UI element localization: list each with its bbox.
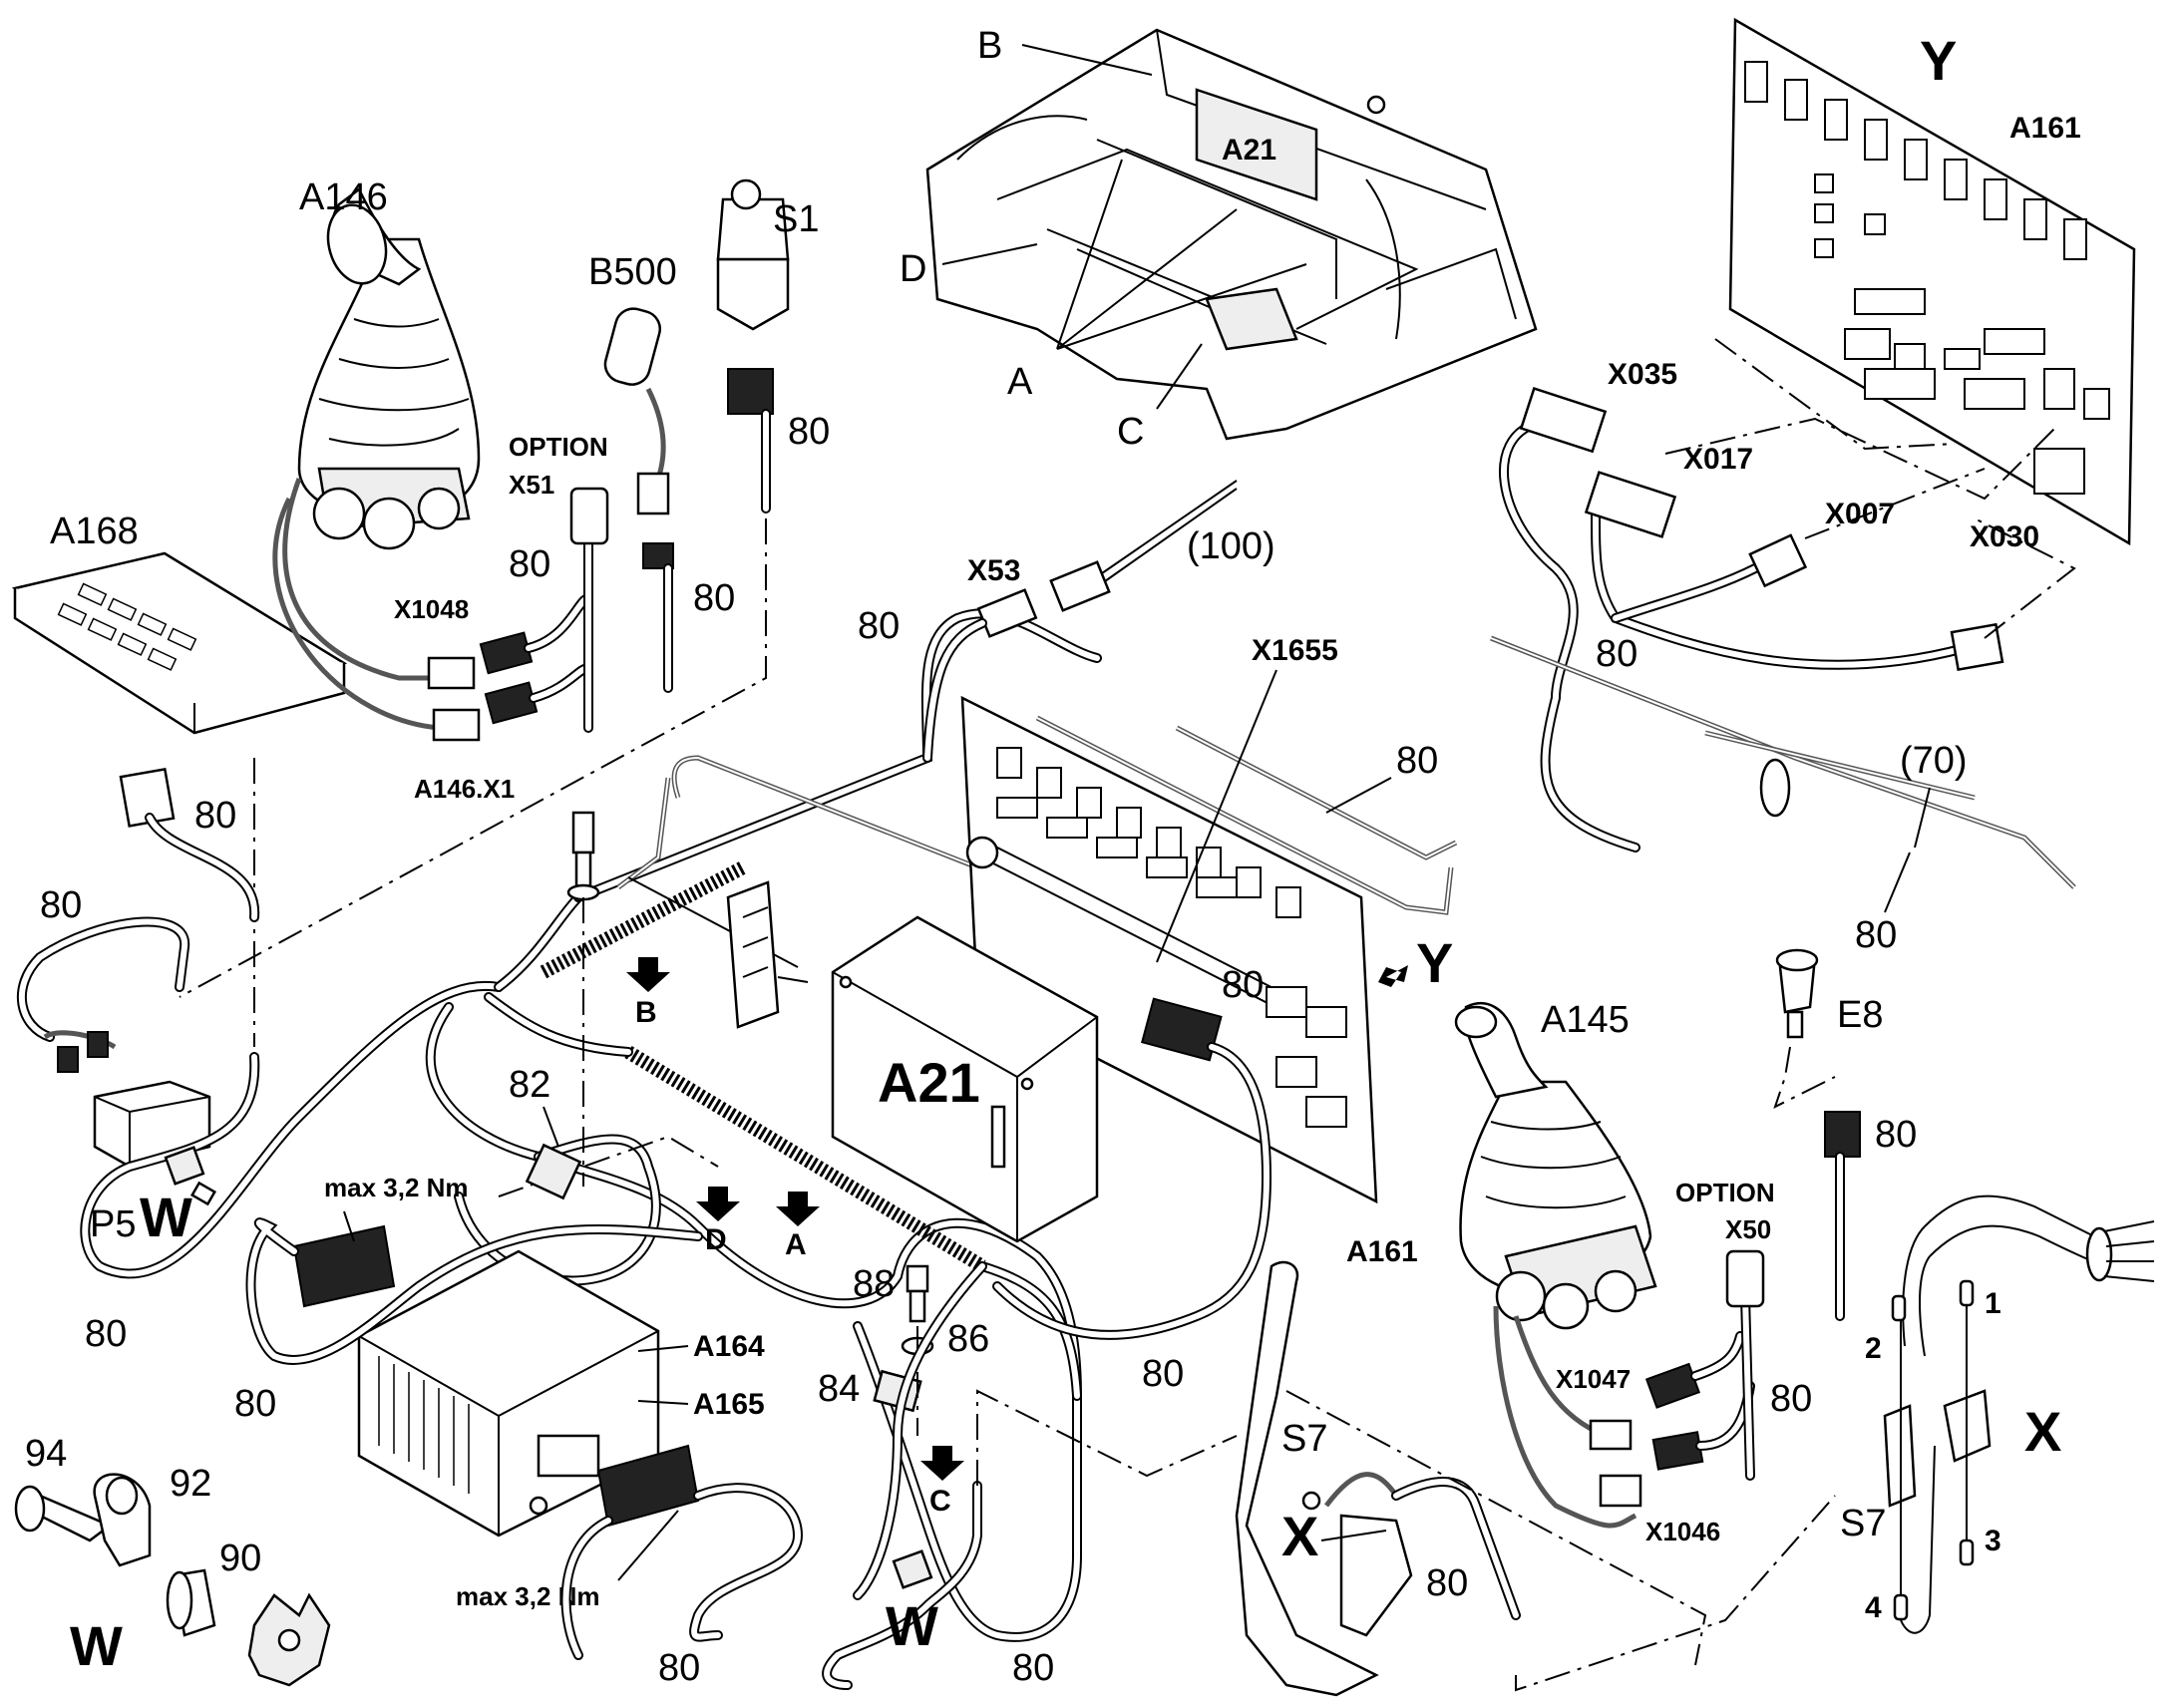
label-x007: X007 <box>1825 498 1895 530</box>
label-a161-main: A161 <box>1346 1235 1418 1268</box>
keypad-a168 <box>11 551 348 735</box>
label-c-top: C <box>1117 411 1144 453</box>
s7-x-detail <box>1883 1195 2155 1634</box>
label-x53: X53 <box>967 554 1020 587</box>
label-84: 84 <box>818 1368 860 1410</box>
label-a146: A146 <box>299 176 388 218</box>
label-torque-1: max 3,2 Nm <box>324 1173 469 1202</box>
label-x1047: X1047 <box>1556 1364 1631 1394</box>
w-clamp-detail <box>14 1473 331 1687</box>
label-80-tr1: 80 <box>1596 633 1637 675</box>
lamp-e8 <box>1775 948 1819 1039</box>
label-b-top: B <box>977 25 1002 67</box>
label-pin-4: 4 <box>1865 1591 1882 1624</box>
label-80-x50: 80 <box>1770 1378 1812 1420</box>
label-x1046: X1046 <box>1645 1517 1720 1546</box>
label-x-mid: X <box>1281 1505 1318 1567</box>
bar-s7 <box>1235 1260 1413 1697</box>
label-x017: X017 <box>1683 443 1753 476</box>
label-80-x1655: 80 <box>1222 964 1264 1006</box>
label-80-board: 80 <box>1396 740 1438 782</box>
label-b500: B500 <box>588 251 677 293</box>
label-a168: A168 <box>50 511 139 552</box>
label-arrow-a: A <box>785 1228 807 1261</box>
label-p5: P5 <box>90 1203 136 1245</box>
label-s1: S1 <box>773 198 819 240</box>
control-box-a21 <box>831 915 1099 1243</box>
label-92: 92 <box>170 1463 211 1505</box>
label-p70: (70) <box>1900 740 1968 782</box>
board-detail-y <box>1728 17 2136 546</box>
label-a165: A165 <box>693 1388 765 1421</box>
label-80-mod1: 80 <box>234 1383 276 1425</box>
label-94: 94 <box>25 1433 67 1475</box>
label-s7-mid: S7 <box>1281 1418 1327 1460</box>
label-w-large: W <box>70 1614 123 1677</box>
module-a164-a165 <box>357 1249 660 1537</box>
label-x-right: X <box>2024 1400 2061 1463</box>
label-a21-main: A21 <box>878 1051 980 1114</box>
label-80-s1: 80 <box>788 411 830 453</box>
label-x50: X50 <box>1725 1214 1771 1244</box>
label-x030: X030 <box>1970 520 2039 553</box>
label-a164: A164 <box>693 1330 765 1363</box>
label-p100: (100) <box>1187 525 1275 567</box>
label-80-tr2: 80 <box>1855 914 1897 956</box>
joystick-a145 <box>1454 1002 1657 1330</box>
label-a21-top: A21 <box>1222 134 1276 167</box>
label-80-x53: 80 <box>858 605 900 647</box>
label-pin-3: 3 <box>1985 1525 2001 1557</box>
label-80-bot: 80 <box>1012 1647 1054 1689</box>
label-arrow-d: D <box>705 1223 727 1256</box>
board-a161-main <box>960 695 1378 1204</box>
label-a-top: A <box>1007 361 1033 403</box>
seat-box-assembly <box>925 28 1538 441</box>
label-80-b500: 80 <box>693 577 735 619</box>
label-86: 86 <box>947 1318 989 1360</box>
label-a145: A145 <box>1541 999 1630 1041</box>
label-w-bottom: W <box>886 1594 938 1657</box>
label-a146-x1: A146.X1 <box>414 774 515 804</box>
label-x1655: X1655 <box>1252 634 1338 667</box>
label-w-top: W <box>140 1186 192 1248</box>
label-d-top: D <box>900 248 926 290</box>
label-80-l1: 80 <box>194 795 236 837</box>
label-torque-2: max 3,2 Nm <box>456 1581 600 1611</box>
label-option-x50: OPTION <box>1675 1178 1775 1207</box>
p5-module <box>93 1080 211 1169</box>
label-pin-2: 2 <box>1865 1332 1882 1365</box>
label-a161-top: A161 <box>2009 112 2081 145</box>
label-e8: E8 <box>1837 994 1883 1036</box>
label-pin-1: 1 <box>1985 1287 2001 1320</box>
label-80-s7: 80 <box>1426 1562 1468 1604</box>
sensor-b500 <box>603 307 674 693</box>
label-option-x51: OPTION <box>509 432 608 462</box>
label-x51: X51 <box>509 470 554 500</box>
label-80-l2: 80 <box>40 884 82 926</box>
label-x1048: X1048 <box>394 594 469 624</box>
label-88: 88 <box>853 1263 895 1305</box>
joystick-a146 <box>297 187 481 550</box>
label-80-loop: 80 <box>1142 1353 1184 1395</box>
label-80-e8: 80 <box>1875 1114 1917 1156</box>
connector-loose <box>726 880 780 1029</box>
label-s7-right: S7 <box>1840 1503 1886 1544</box>
screw-top <box>566 811 600 901</box>
label-80-l3: 80 <box>85 1313 127 1355</box>
label-80-mod2: 80 <box>658 1647 700 1689</box>
label-82: 82 <box>509 1064 550 1106</box>
label-arrow-b: B <box>635 996 657 1029</box>
switch-s1 <box>716 178 790 513</box>
label-y-arrow: Y <box>1416 931 1453 994</box>
label-arrow-c: C <box>929 1485 951 1518</box>
label-y-top: Y <box>1920 29 1957 92</box>
label-80-x51: 80 <box>509 543 550 585</box>
label-90: 90 <box>219 1537 261 1579</box>
label-x035: X035 <box>1608 358 1677 391</box>
